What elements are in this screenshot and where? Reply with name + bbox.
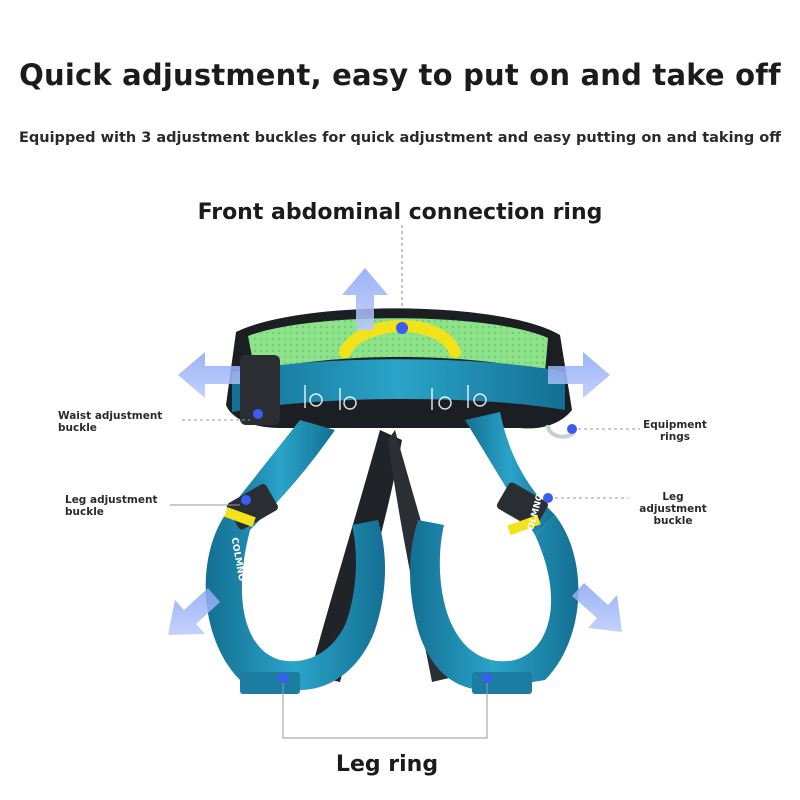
page-title: Quick adjustment, easy to put on and tak… — [19, 58, 781, 92]
front-ring-marker — [396, 322, 408, 334]
right-leg-buckle-label: Leg adjustment buckle — [639, 491, 707, 527]
arrow-down-left-icon — [168, 588, 220, 635]
waist-buckle-marker — [253, 409, 263, 419]
equipment-ring-marker — [567, 424, 577, 434]
arrow-down-right-icon — [572, 583, 622, 632]
right-leg-ring-marker — [482, 673, 492, 683]
page-subtitle: Equipped with 3 adjustment buckles for q… — [18, 130, 781, 146]
arrow-right-icon — [548, 352, 610, 398]
waist-webbing — [232, 359, 565, 412]
right-leg-loop — [410, 412, 579, 694]
waist-adjustment-buckle — [240, 355, 280, 425]
front-ring-label: Front abdominal connection ring — [197, 200, 603, 225]
left-leg-buckle-label: Leg adjustment buckle — [65, 494, 158, 518]
leader-lines — [170, 419, 640, 739]
waist-buckle-label: Waist adjustment buckle — [58, 410, 163, 434]
arrow-up-icon — [342, 268, 388, 330]
adjustment-arrows — [168, 268, 622, 635]
left-leg-buckle-marker — [241, 495, 251, 505]
arrow-left-icon — [178, 352, 240, 398]
right-leg-buckle-marker — [543, 493, 553, 503]
leg-ring-label: Leg ring — [335, 752, 439, 777]
mesh-padding — [248, 318, 548, 372]
equipment-rings-label: Equipment rings — [643, 419, 707, 443]
left-leg-ring-marker — [278, 673, 288, 683]
